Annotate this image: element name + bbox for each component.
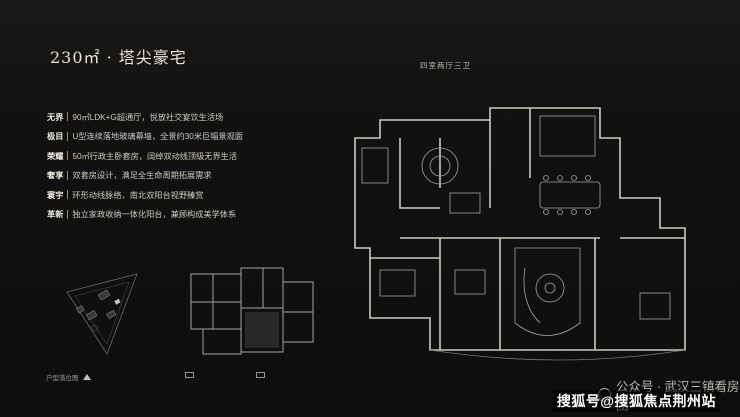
divider: [67, 151, 69, 161]
page-title: 230㎡ · 塔尖豪宅: [50, 48, 187, 67]
divider: [67, 131, 69, 141]
floor-plan-drawing: [354, 107, 686, 361]
floor-plan-label: 四室两厅三卫: [420, 61, 471, 70]
legend-item: [185, 372, 194, 378]
title-block: 230㎡ · 塔尖豪宅: [50, 44, 187, 68]
legend-swatch: [256, 372, 265, 378]
divider: [67, 170, 69, 180]
location-marker-icon: [82, 374, 91, 380]
divider: [67, 190, 69, 200]
building-floor-plate: [190, 267, 314, 355]
feature-item: 寰宇环形动线脉络，南北双阳台视野臻赏: [47, 190, 204, 200]
site-plan-caption: 户型落位图: [46, 372, 91, 382]
site-plan-diagram: [66, 273, 138, 355]
sohu-watermark: 搜狐号@搜狐焦点荆州站: [0, 390, 740, 412]
legend-item: [256, 372, 265, 378]
legend-swatch: [185, 372, 194, 378]
feature-item: 革新独立家政收纳一体化阳台，兼顾构成美学体系: [47, 209, 237, 220]
divider: [67, 112, 69, 122]
feature-item: 奢享双套房设计，满足全生命周期拓展需求: [47, 170, 212, 181]
divider: [67, 209, 69, 219]
